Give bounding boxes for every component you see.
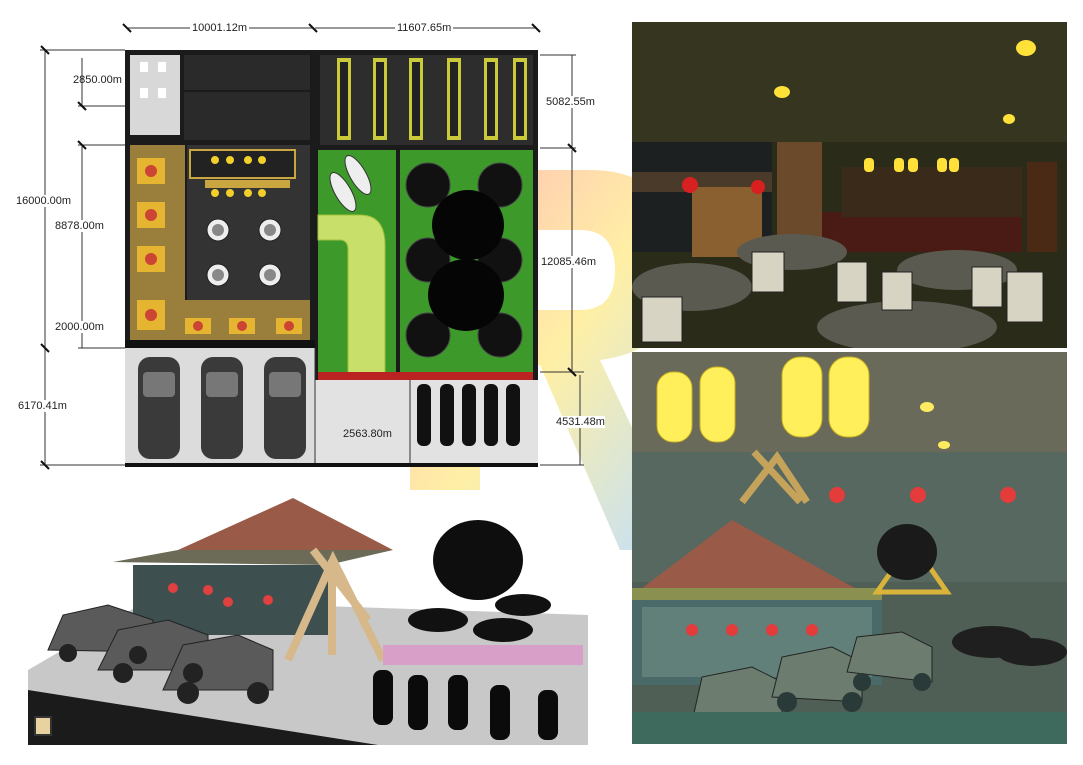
- dim-total-height: 16000.00m: [16, 195, 72, 207]
- dim-garden-top: 5082.55m: [546, 96, 595, 108]
- floor-plan: 10001.12m 11607.65m 2850.00m 16000.00m 8…: [0, 0, 620, 480]
- exterior-render-day: [632, 352, 1067, 744]
- tree-icon: [428, 190, 504, 331]
- dim-garden-height: 12085.46m: [541, 256, 597, 268]
- motorbike-icon: [373, 670, 558, 740]
- exterior-render-3d: [28, 490, 590, 745]
- dim-inner-height: 8878.00m: [55, 220, 104, 232]
- dim-small-height: 2850.00m: [73, 74, 122, 86]
- dim-motor-height: 4531.48m: [556, 416, 605, 428]
- interior-night-render: [632, 22, 1067, 348]
- table-icon: [206, 218, 282, 287]
- car-icon: [138, 357, 306, 459]
- boat-icon: [329, 155, 372, 212]
- motorbike-icon: [417, 384, 520, 446]
- logo-icon: [34, 716, 52, 736]
- dim-bottom-strip: 2000.00m: [55, 321, 104, 333]
- dim-top-left-width: 10001.12m: [190, 22, 250, 34]
- dim-parking-gap: 2563.80m: [343, 428, 392, 440]
- dim-parking-height: 6170.41m: [18, 400, 67, 412]
- floor-plan-drawing: [40, 23, 584, 470]
- dim-top-right-width: 11607.65m: [395, 22, 454, 34]
